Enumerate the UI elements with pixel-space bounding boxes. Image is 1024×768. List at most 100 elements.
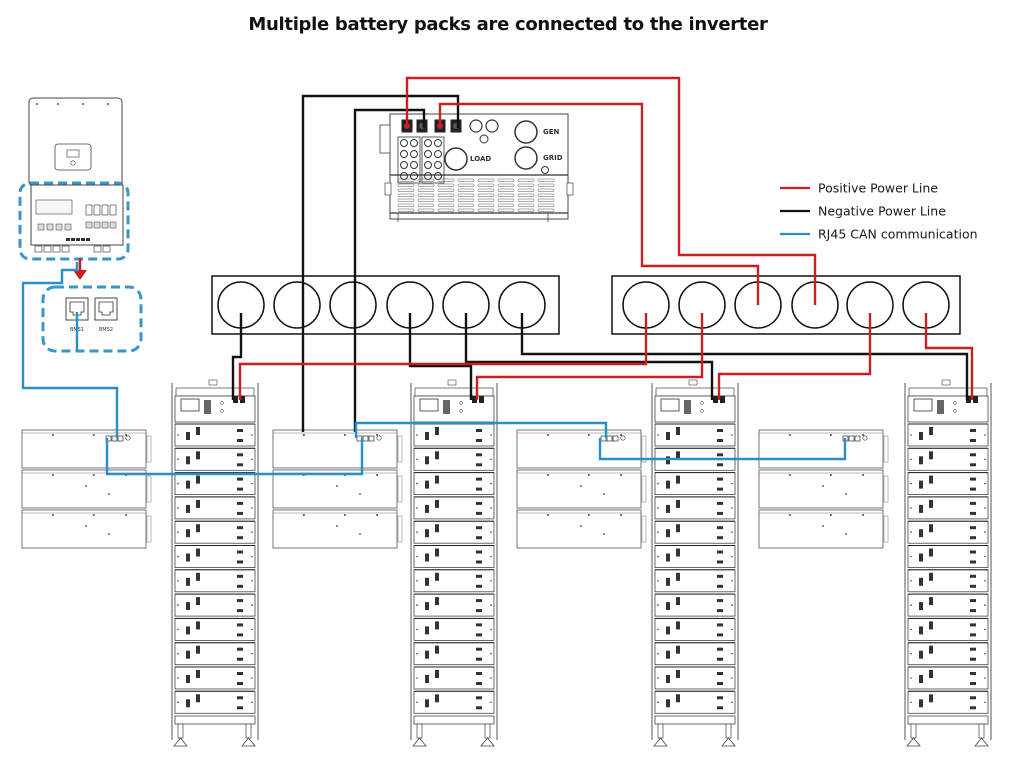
rack-ear bbox=[641, 475, 647, 503]
module-connector bbox=[186, 675, 190, 683]
module-port bbox=[970, 599, 976, 603]
module-screw bbox=[657, 482, 659, 485]
cable-gland bbox=[52, 245, 61, 253]
vent-slot bbox=[397, 198, 415, 202]
screw bbox=[862, 474, 865, 476]
bms-breaker bbox=[443, 400, 450, 414]
module-connector bbox=[435, 645, 439, 654]
vent-slot bbox=[477, 178, 495, 182]
module-screw bbox=[177, 482, 179, 485]
module-port bbox=[476, 682, 482, 685]
cables bbox=[21, 76, 974, 476]
module-screw bbox=[657, 701, 659, 704]
pv-block bbox=[397, 136, 421, 184]
module-connector bbox=[435, 694, 439, 703]
rack-ear bbox=[641, 435, 647, 463]
module-port bbox=[717, 463, 723, 467]
gen-label: GEN bbox=[543, 128, 560, 136]
grid-label: GRID bbox=[543, 154, 563, 162]
module-port bbox=[717, 487, 723, 491]
module-connector bbox=[919, 602, 923, 611]
screw bbox=[587, 514, 590, 516]
module-port bbox=[476, 560, 482, 564]
positive-combiner-box bbox=[611, 275, 961, 335]
vent-slot bbox=[497, 178, 515, 182]
module-screw bbox=[910, 434, 912, 436]
indicator bbox=[125, 435, 131, 441]
screw bbox=[788, 434, 791, 436]
vent-slot bbox=[437, 208, 455, 212]
module-screw bbox=[490, 701, 492, 704]
module-screw bbox=[657, 652, 659, 655]
module-connector bbox=[676, 427, 680, 435]
module-screw bbox=[416, 531, 418, 533]
vent-slot bbox=[397, 178, 415, 182]
combiner-boxes bbox=[211, 275, 961, 335]
module-connector bbox=[919, 480, 923, 489]
module-port bbox=[970, 501, 976, 505]
module-port bbox=[476, 477, 482, 481]
rj45-port bbox=[111, 435, 118, 442]
pv-connector bbox=[410, 172, 418, 180]
module-port bbox=[970, 574, 976, 578]
module-connector bbox=[186, 480, 190, 489]
rj45-port bbox=[854, 435, 861, 442]
module-connector bbox=[186, 602, 190, 611]
vent-slot bbox=[477, 188, 495, 192]
module-screw bbox=[177, 555, 179, 558]
dot bbox=[336, 485, 338, 487]
vent-slot bbox=[497, 193, 515, 197]
module-connector bbox=[425, 675, 429, 683]
rack-ear bbox=[397, 435, 403, 463]
dot bbox=[359, 493, 361, 495]
pv-connector bbox=[424, 139, 432, 147]
vent-slot bbox=[497, 208, 515, 212]
module-screw bbox=[177, 458, 179, 461]
pv-block bbox=[421, 136, 445, 184]
module-connector bbox=[666, 699, 670, 708]
positive-wire-rack-2 bbox=[475, 313, 704, 400]
module-connector bbox=[666, 529, 670, 538]
module-connector bbox=[186, 650, 190, 659]
rack-foot bbox=[245, 723, 252, 739]
screw bbox=[620, 434, 623, 436]
terminal-screw bbox=[81, 238, 85, 241]
module-port bbox=[476, 672, 482, 675]
module-screw bbox=[984, 677, 986, 679]
module-port bbox=[717, 511, 723, 515]
vent-slot bbox=[457, 198, 475, 202]
screw bbox=[125, 514, 128, 516]
rack-foot-pad bbox=[653, 737, 668, 747]
breaker bbox=[93, 204, 101, 216]
module-connector bbox=[929, 572, 933, 581]
module-port bbox=[237, 647, 243, 651]
module-port bbox=[717, 584, 723, 588]
vent-slot bbox=[497, 203, 515, 207]
module-connector bbox=[425, 602, 429, 611]
rack-negative-terminal bbox=[966, 396, 971, 403]
module-connector bbox=[919, 626, 923, 635]
vent-slot bbox=[437, 193, 455, 197]
module-screw bbox=[984, 701, 986, 704]
module-port bbox=[970, 536, 976, 540]
module-port bbox=[237, 526, 243, 530]
module-screw bbox=[910, 628, 912, 631]
dot bbox=[108, 493, 110, 495]
can-wire-box-1-to-2 bbox=[105, 438, 364, 476]
module-port bbox=[237, 463, 243, 467]
module-connector bbox=[929, 499, 933, 508]
vent-slot bbox=[457, 208, 475, 212]
module-port bbox=[237, 536, 243, 540]
breaker bbox=[109, 204, 117, 216]
screw bbox=[51, 514, 54, 516]
bms-display bbox=[180, 398, 200, 412]
module-port bbox=[970, 560, 976, 564]
rack-ear bbox=[883, 475, 889, 503]
module-connector bbox=[676, 645, 680, 654]
module-port bbox=[476, 487, 482, 491]
module-connector bbox=[666, 602, 670, 611]
rack-foot bbox=[484, 723, 491, 739]
rack-top-bar bbox=[414, 387, 494, 397]
rack-negative-terminal bbox=[713, 396, 718, 403]
